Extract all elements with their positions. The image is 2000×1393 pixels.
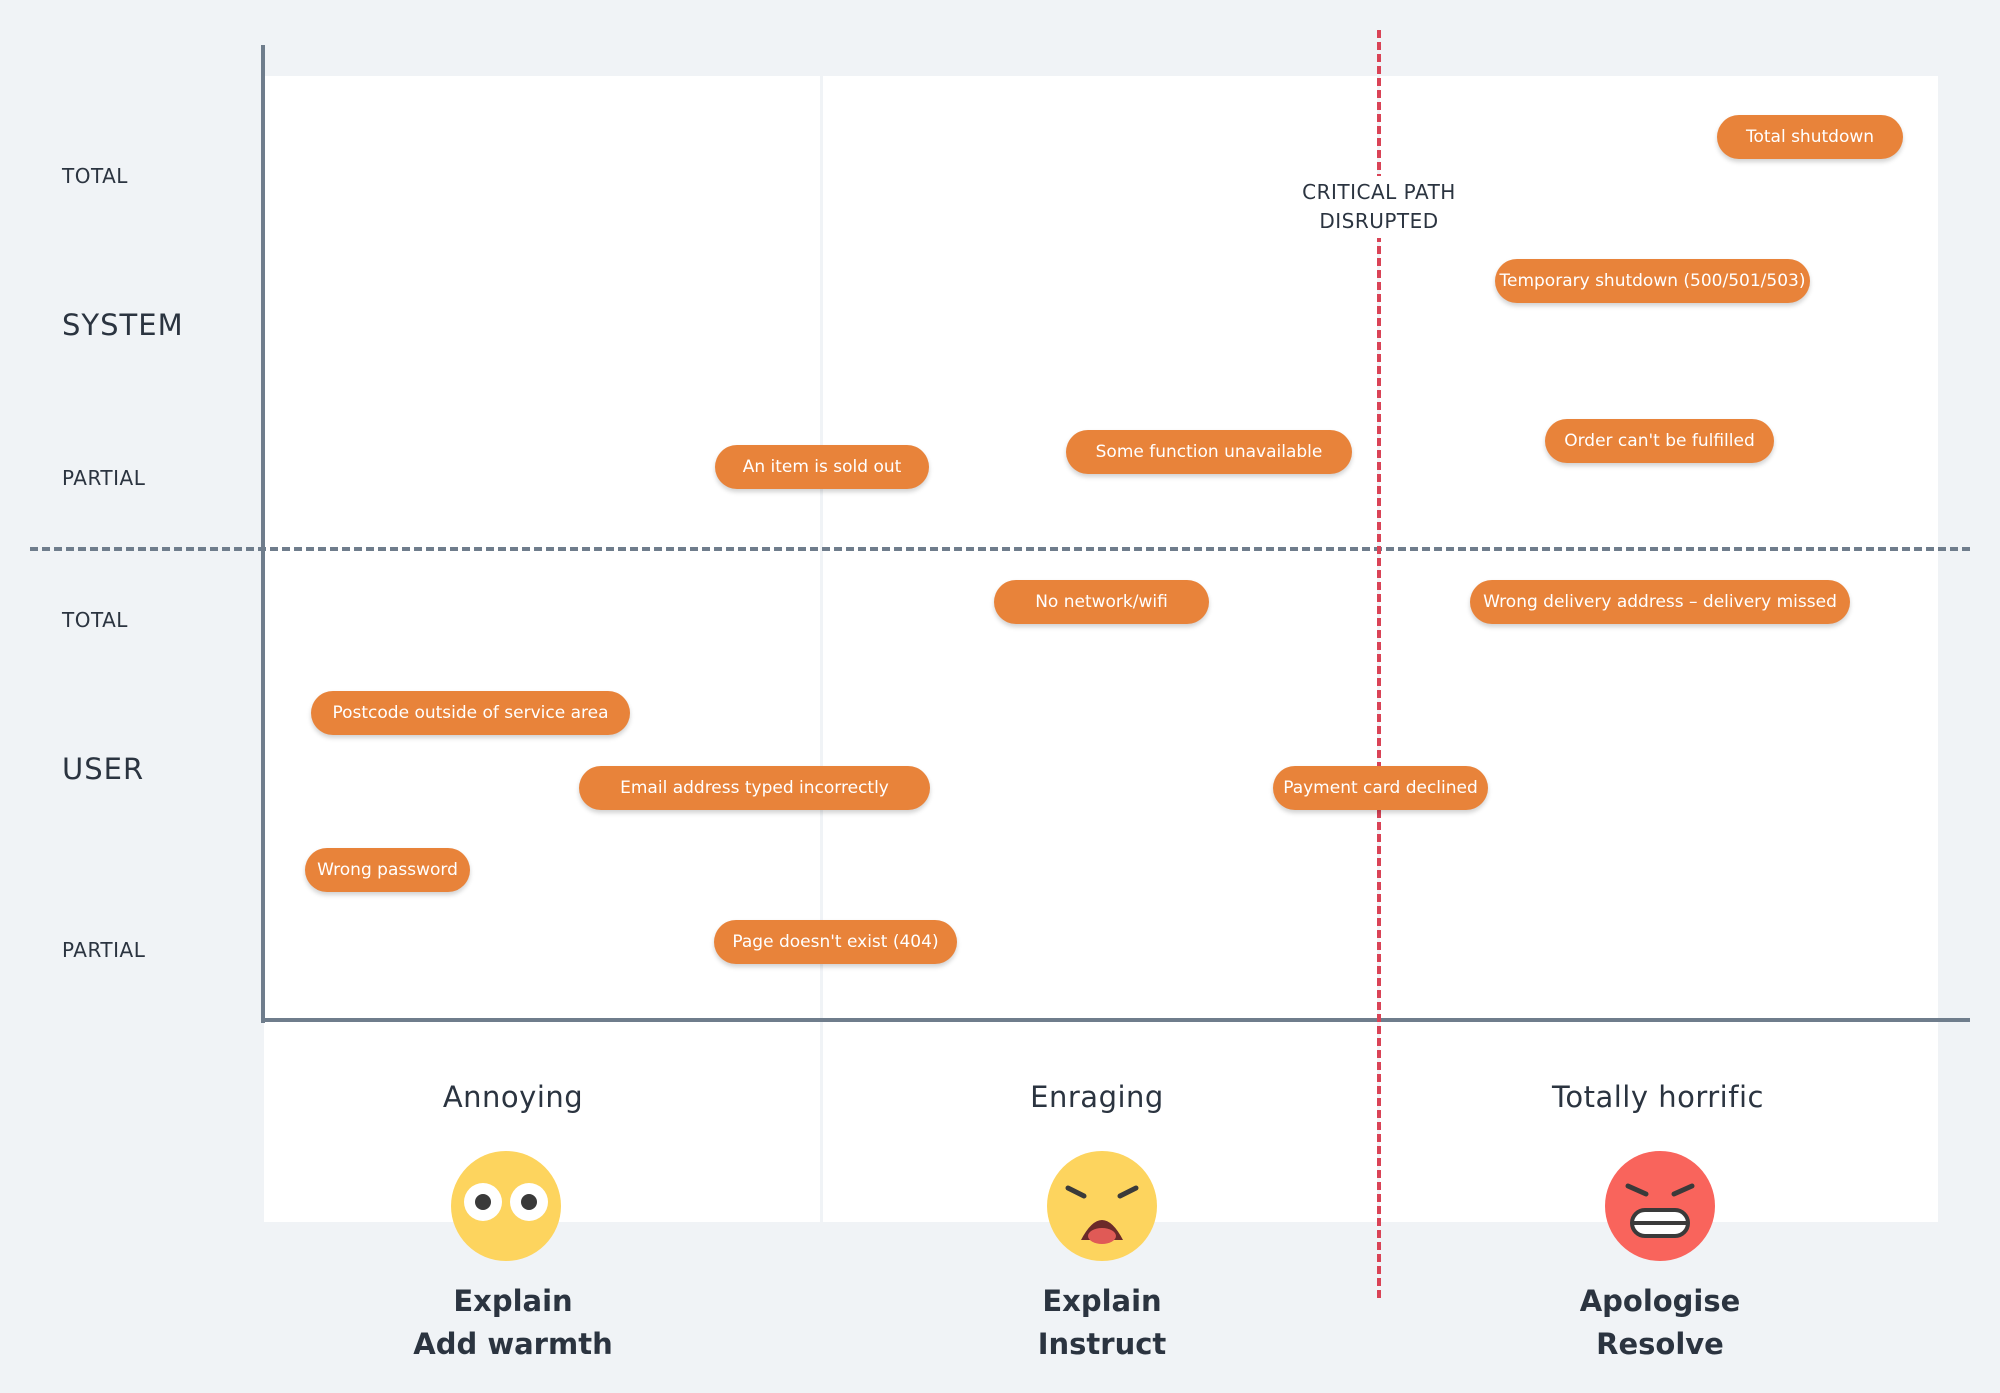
column-panel-annoying — [264, 76, 820, 1222]
column-panel-horrific — [1380, 76, 1938, 1222]
furious-grimacing-face-icon — [1605, 1151, 1715, 1261]
action-enraging: Explain Instruct — [952, 1280, 1252, 1366]
system-user-divider — [30, 547, 1970, 551]
pill-no-network: No network/wifi — [994, 580, 1209, 624]
column-panel-enraging — [823, 76, 1377, 1222]
pill-some-function-unavailable: Some function unavailable — [1066, 430, 1352, 474]
pill-postcode-outside-area: Postcode outside of service area — [311, 691, 630, 735]
severity-label-enraging: Enraging — [1030, 1080, 1164, 1114]
action-horrific-line-1: Apologise — [1579, 1284, 1741, 1318]
pill-page-doesnt-exist: Page doesn't exist (404) — [714, 920, 957, 964]
y-label-system-total: TOTAL — [62, 164, 128, 188]
pill-total-shutdown: Total shutdown — [1717, 115, 1903, 159]
y-label-user-partial: PARTIAL — [62, 938, 146, 962]
wide-eyed-face-icon — [451, 1151, 561, 1261]
severity-label-annoying: Annoying — [442, 1080, 584, 1114]
action-annoying: Explain Add warmth — [363, 1280, 663, 1366]
critical-path-line — [1377, 30, 1381, 1298]
pill-email-typed-incorrectly: Email address typed incorrectly — [579, 766, 930, 810]
action-enraging-line-2: Instruct — [1037, 1327, 1167, 1361]
action-annoying-line-2: Add warmth — [413, 1327, 613, 1361]
pill-order-cant-be-fulfilled: Order can't be fulfilled — [1545, 419, 1774, 463]
pill-wrong-password: Wrong password — [305, 848, 470, 892]
pill-temporary-shutdown: Temporary shutdown (500/501/503) — [1495, 259, 1810, 303]
pill-payment-card-declined: Payment card declined — [1273, 766, 1488, 810]
y-label-user: USER — [62, 752, 145, 786]
y-label-user-total: TOTAL — [62, 608, 128, 632]
y-label-system: SYSTEM — [62, 308, 184, 342]
critical-path-label: CRITICAL PATH DISRUPTED — [1296, 176, 1462, 238]
action-horrific-line-2: Resolve — [1596, 1327, 1724, 1361]
action-annoying-line-1: Explain — [453, 1284, 573, 1318]
pill-item-sold-out: An item is sold out — [715, 445, 929, 489]
action-enraging-line-1: Explain — [1042, 1284, 1162, 1318]
x-axis-line — [261, 1018, 1970, 1022]
pill-wrong-delivery-address: Wrong delivery address – delivery missed — [1470, 580, 1850, 624]
severity-label-horrific: Totally horrific — [1552, 1080, 1764, 1114]
action-horrific: Apologise Resolve — [1510, 1280, 1810, 1366]
y-axis-line — [261, 45, 265, 1023]
angry-shouting-face-icon — [1047, 1151, 1157, 1261]
y-label-system-partial: PARTIAL — [62, 466, 146, 490]
